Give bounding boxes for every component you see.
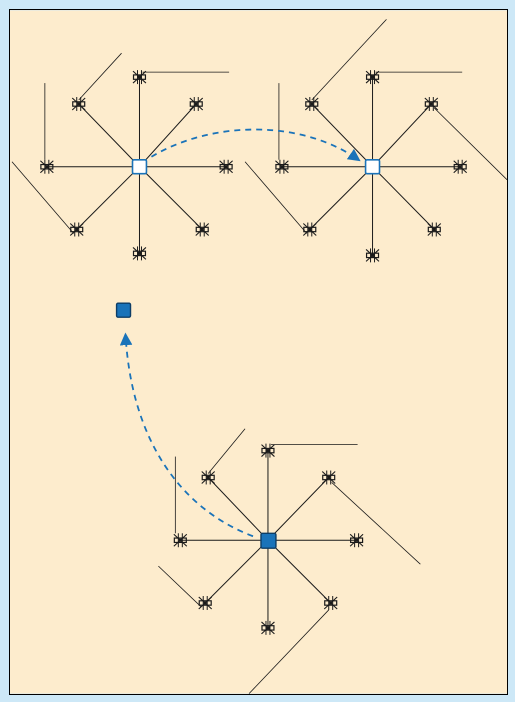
diagram-canvas <box>10 10 507 694</box>
hub-node-icon <box>366 160 380 174</box>
hub-node-icon <box>261 533 276 548</box>
hub-node-icon <box>133 160 147 174</box>
canvas-background <box>10 10 507 693</box>
diagram-frame <box>9 9 508 695</box>
floating-node <box>117 303 131 317</box>
